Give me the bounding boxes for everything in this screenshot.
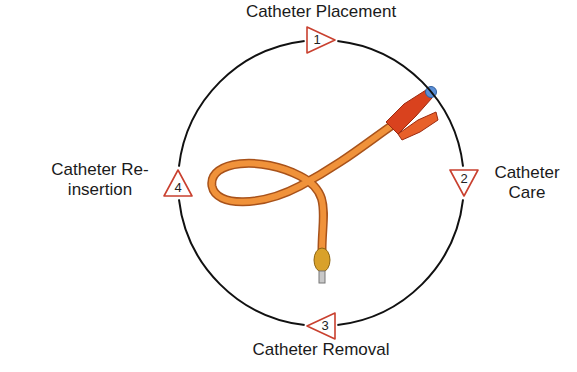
step-triangle: 4Catheter Re-insertion: [163, 169, 193, 197]
step-number: 2: [456, 171, 472, 187]
step-label: Catheter Re-insertion: [40, 160, 160, 200]
cycle-arc: [179, 199, 305, 325]
step-label: Catheter Care: [482, 163, 572, 203]
cycle-arc: [337, 199, 463, 325]
step-triangle: 1Catheter Placement: [306, 26, 336, 54]
step-label: Catheter Removal: [221, 340, 421, 360]
cycle-arc: [337, 41, 463, 167]
step-label: Catheter Placement: [221, 2, 421, 22]
step-number: 3: [317, 318, 333, 334]
cycle-arc: [179, 41, 305, 167]
step-number: 1: [309, 32, 325, 48]
step-triangle: 3Catheter Removal: [306, 312, 336, 340]
triangle-outline: [306, 312, 336, 340]
step-triangle: 2Catheter Care: [449, 169, 479, 197]
step-number: 4: [170, 180, 186, 196]
triangle-outline: [306, 26, 336, 54]
